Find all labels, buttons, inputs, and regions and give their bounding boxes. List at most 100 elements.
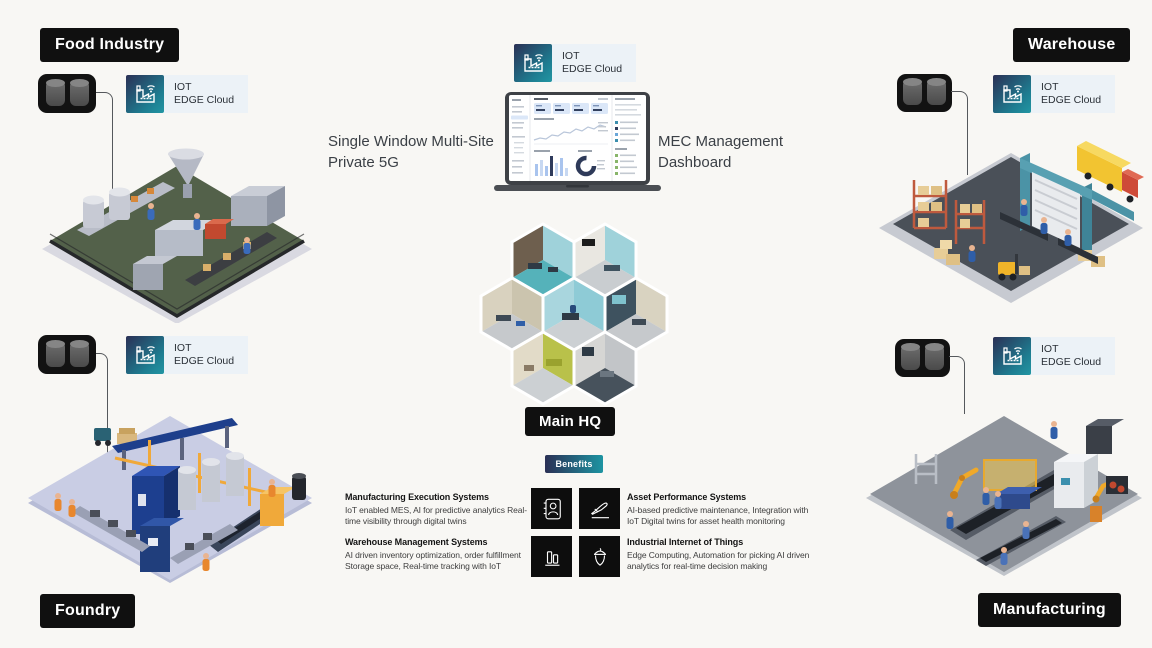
food-industry-illustration bbox=[42, 148, 312, 323]
iot-line1: IOT bbox=[1041, 81, 1059, 93]
server-cylinder-icon bbox=[901, 343, 920, 370]
worker-figure bbox=[202, 553, 210, 571]
benefit-desc: AI driven inventory optimization, order … bbox=[345, 550, 521, 571]
acorn-icon bbox=[579, 536, 620, 577]
manufacturing-server-icon bbox=[895, 339, 950, 377]
warehouse-connector-line bbox=[951, 91, 968, 175]
warehouse-server-icon bbox=[897, 74, 952, 112]
foundry-label-text: Foundry bbox=[55, 602, 121, 619]
benefit-title: Warehouse Management Systems bbox=[345, 537, 488, 547]
food-server-icon bbox=[38, 74, 96, 113]
contact-book-icon bbox=[531, 488, 572, 529]
benefit-title: Industrial Internet of Things bbox=[627, 537, 744, 547]
benefits-left-column: Manufacturing Execution Systems IoT enab… bbox=[345, 492, 527, 582]
iot-badge-text: IOT EDGE Cloud bbox=[552, 44, 636, 82]
benefit-item: Manufacturing Execution Systems IoT enab… bbox=[345, 492, 527, 526]
benefits-badge: Benefits bbox=[545, 455, 603, 473]
caption-line: Single Window Multi-Site bbox=[328, 133, 494, 150]
main-hq-label: Main HQ bbox=[525, 407, 616, 436]
server-cylinder-icon bbox=[925, 343, 944, 370]
server-cylinder-icon bbox=[69, 78, 89, 106]
benefit-title: Manufacturing Execution Systems bbox=[345, 492, 489, 502]
worker-figure bbox=[1020, 199, 1028, 216]
foundry-label: Foundry bbox=[40, 594, 136, 628]
iot-line2: EDGE Cloud bbox=[1041, 94, 1102, 106]
worker-figure bbox=[1050, 421, 1058, 439]
airplane-takeoff-icon bbox=[579, 488, 620, 529]
worker-figure bbox=[1000, 547, 1008, 565]
factory-wifi-icon bbox=[993, 337, 1031, 375]
main-hq-illustration bbox=[479, 222, 669, 406]
server-cylinder-icon bbox=[903, 78, 922, 105]
benefit-item: Warehouse Management Systems AI driven i… bbox=[345, 537, 527, 571]
laptop-dashboard bbox=[494, 92, 661, 191]
benefit-desc: AI-based predictive maintenance, Integra… bbox=[627, 505, 809, 526]
foundry-illustration bbox=[28, 416, 312, 583]
worker-figure bbox=[994, 491, 1002, 509]
worker-figure bbox=[1022, 521, 1030, 539]
caption-line: Private 5G bbox=[328, 154, 399, 171]
server-cylinder-icon bbox=[45, 78, 65, 106]
benefits-right-column: Asset Performance Systems AI-based predi… bbox=[627, 492, 813, 582]
manufacturing-illustration bbox=[866, 416, 1142, 576]
iot-badge-food: IOT EDGE Cloud bbox=[126, 75, 248, 113]
iot-badge-manufacturing: IOT EDGE Cloud bbox=[993, 337, 1115, 375]
benefit-desc: IoT enabled MES, AI for predictive analy… bbox=[345, 505, 527, 526]
warehouse-label: Warehouse bbox=[1013, 28, 1131, 62]
iot-badge-center: IOT EDGE Cloud bbox=[514, 44, 636, 82]
foundry-connector-line bbox=[96, 353, 108, 468]
caption-line: MEC Management bbox=[658, 133, 784, 150]
worker-figure bbox=[268, 479, 276, 497]
manufacturing-label: Manufacturing bbox=[978, 593, 1121, 627]
iot-badge-foundry: IOT EDGE Cloud bbox=[126, 336, 248, 374]
manufacturing-connector-line bbox=[949, 356, 965, 414]
server-cylinder-icon bbox=[69, 339, 89, 367]
benefit-item: Asset Performance Systems AI-based predi… bbox=[627, 492, 813, 526]
iot-line2: EDGE Cloud bbox=[174, 355, 235, 367]
benefit-title: Asset Performance Systems bbox=[627, 492, 747, 502]
worker-figure bbox=[968, 245, 976, 262]
manufacturing-label-text: Manufacturing bbox=[993, 601, 1106, 618]
factory-wifi-icon bbox=[514, 44, 552, 82]
iot-line2: EDGE Cloud bbox=[174, 94, 235, 106]
factory-wifi-icon bbox=[126, 336, 164, 374]
books-icon bbox=[531, 536, 572, 577]
iot-line2: EDGE Cloud bbox=[1041, 356, 1102, 368]
food-connector-line bbox=[96, 92, 113, 204]
warehouse-label-text: Warehouse bbox=[1028, 36, 1116, 53]
worker-figure bbox=[243, 237, 251, 254]
worker-figure bbox=[1064, 229, 1072, 246]
iot-line1: IOT bbox=[1041, 343, 1059, 355]
caption-line: Dashboard bbox=[658, 154, 732, 171]
mec-dashboard-caption: MEC Management Dashboard bbox=[658, 131, 798, 173]
server-cylinder-icon bbox=[45, 339, 65, 367]
factory-wifi-icon bbox=[126, 75, 164, 113]
worker-figure bbox=[1040, 217, 1048, 234]
worker-figure bbox=[193, 213, 201, 230]
food-industry-label: Food Industry bbox=[40, 28, 180, 62]
worker-figure bbox=[68, 499, 76, 517]
private-5g-caption: Single Window Multi-Site Private 5G bbox=[328, 131, 503, 173]
benefits-badge-text: Benefits bbox=[555, 459, 593, 469]
iot-line2: EDGE Cloud bbox=[562, 63, 623, 75]
iot-badge-text: IOT EDGE Cloud bbox=[164, 336, 248, 374]
factory-wifi-icon bbox=[993, 75, 1031, 113]
iot-badge-text: IOT EDGE Cloud bbox=[1031, 75, 1115, 113]
warehouse-illustration bbox=[879, 141, 1144, 303]
iot-badge-text: IOT EDGE Cloud bbox=[1031, 337, 1115, 375]
iot-line1: IOT bbox=[174, 81, 192, 93]
foundry-server-icon bbox=[38, 335, 96, 374]
benefit-item: Industrial Internet of Things Edge Compu… bbox=[627, 537, 813, 571]
food-industry-label-text: Food Industry bbox=[55, 36, 165, 53]
worker-figure bbox=[946, 511, 954, 529]
iot-line1: IOT bbox=[174, 342, 192, 354]
server-cylinder-icon bbox=[927, 78, 946, 105]
worker-figure bbox=[54, 493, 62, 511]
worker-figure bbox=[982, 487, 990, 505]
iot-badge-text: IOT EDGE Cloud bbox=[164, 75, 248, 113]
main-hq-label-text: Main HQ bbox=[539, 413, 602, 430]
worker-figure bbox=[147, 203, 155, 220]
iot-badge-warehouse: IOT EDGE Cloud bbox=[993, 75, 1115, 113]
iot-line1: IOT bbox=[562, 50, 580, 62]
